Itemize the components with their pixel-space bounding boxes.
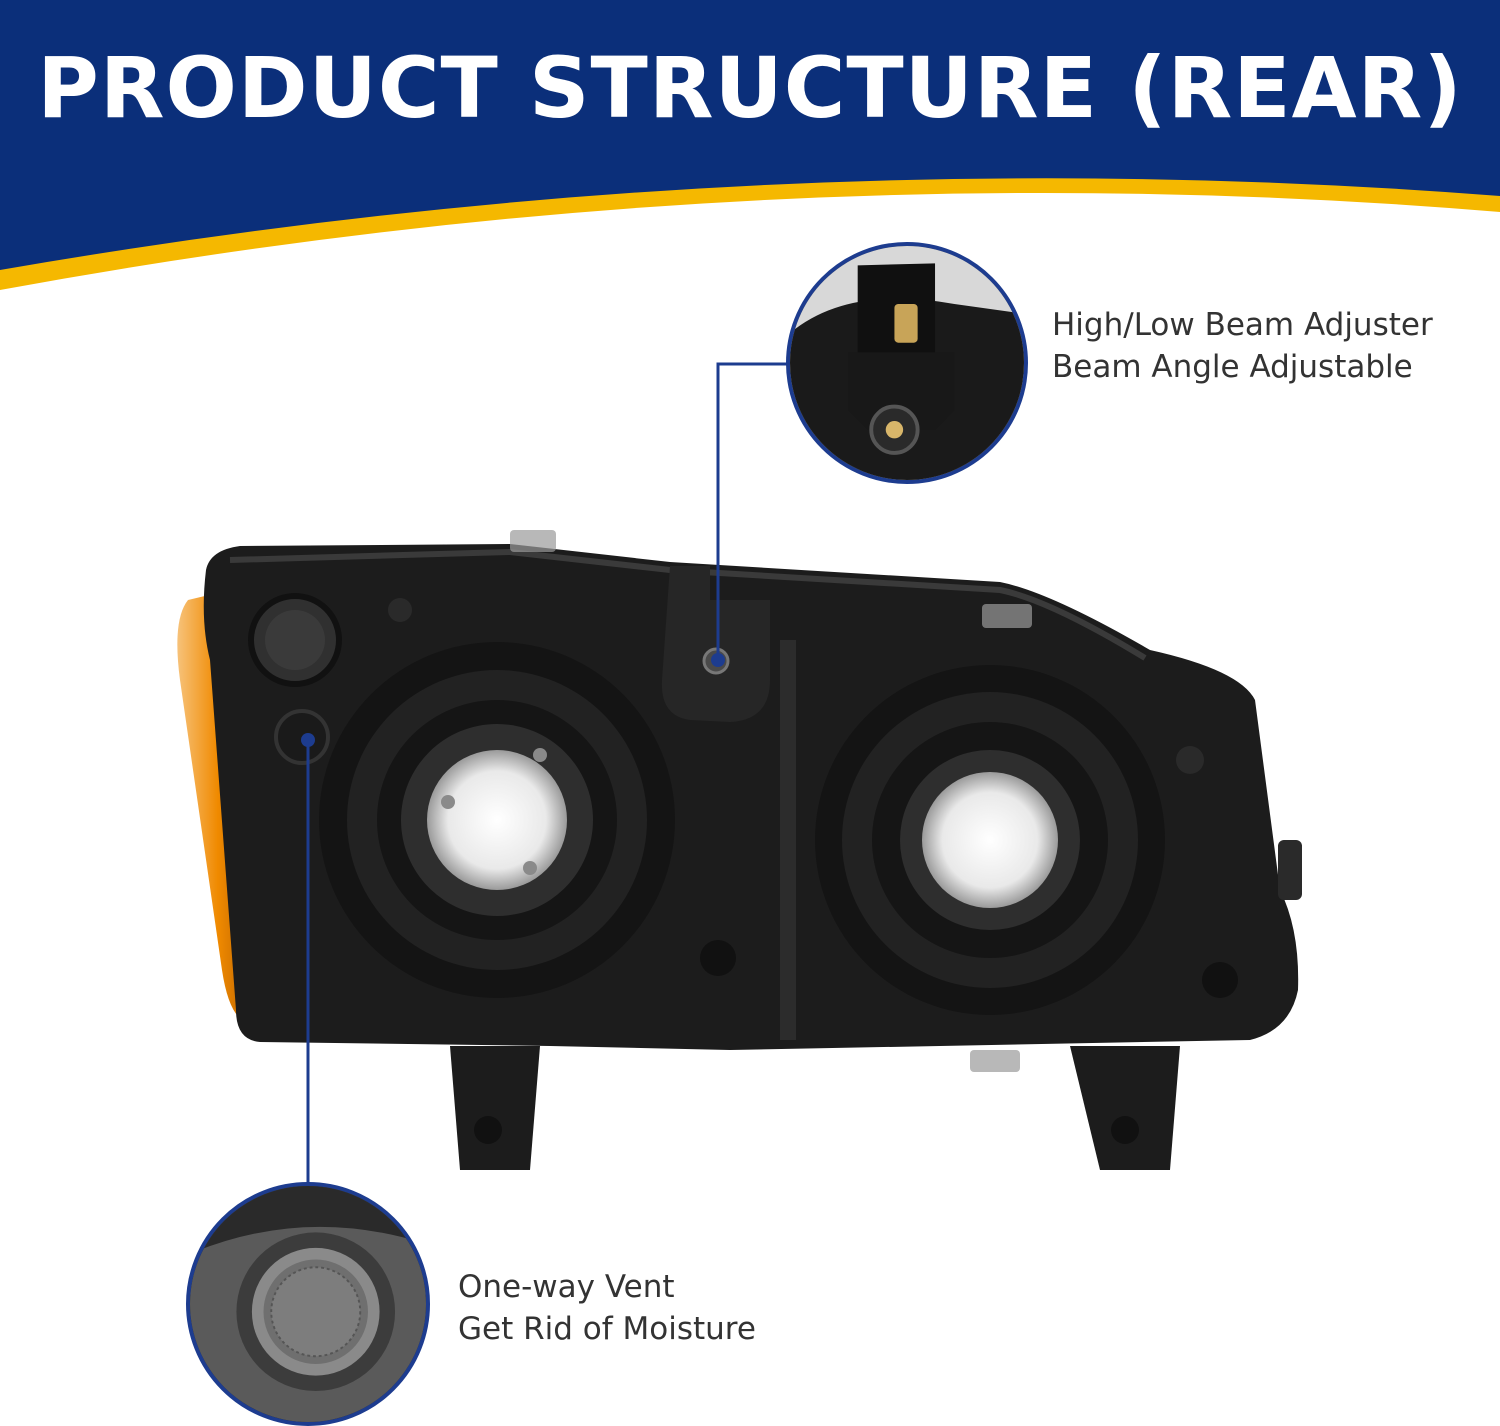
vent-label: One-way Vent Get Rid of Moisture — [458, 1266, 756, 1350]
beam-adjuster-description: Beam Angle Adjustable — [1052, 349, 1413, 385]
beam-adjuster-zoom — [786, 242, 1028, 484]
page-title: PRODUCT STRUCTURE (REAR) — [37, 39, 1463, 137]
beam-adjuster-label: High/Low Beam Adjuster Beam Angle Adjust… — [1052, 304, 1433, 388]
one-way-vent — [274, 709, 330, 765]
beam-adjuster-title: High/Low Beam Adjuster — [1052, 307, 1433, 343]
header-banner — [0, 0, 1500, 290]
vent-zoom — [186, 1182, 430, 1426]
banner-background — [0, 0, 1500, 270]
beam-adjuster-closeup — [790, 246, 1024, 480]
mounting-tab-left — [450, 1046, 540, 1170]
headlight-housing-image — [177, 530, 1302, 1170]
mounting-tab-right — [1070, 1046, 1180, 1170]
vent-description: Get Rid of Moisture — [458, 1311, 756, 1347]
vent-title: One-way Vent — [458, 1269, 675, 1305]
vent-closeup — [190, 1186, 426, 1422]
